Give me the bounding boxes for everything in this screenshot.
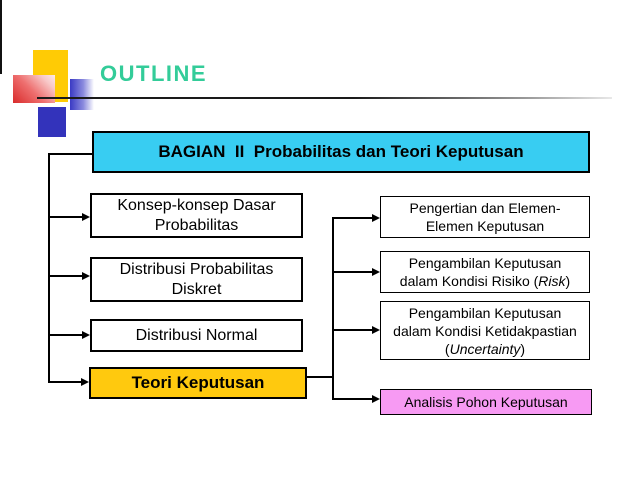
arrowhead-to-risiko bbox=[372, 268, 380, 276]
box-risiko-line2-pre: dalam Kondisi Risiko ( bbox=[399, 273, 539, 289]
box-ketidak-line3: (Uncertainty) bbox=[445, 340, 525, 358]
connector-to-diskret bbox=[48, 275, 82, 277]
connector-header-feed bbox=[48, 153, 92, 155]
logo-dark-blue-square bbox=[38, 107, 66, 137]
arrowhead-to-diskret bbox=[82, 272, 90, 280]
header-box-label: BAGIAN II Probabilitas dan Teori Keputus… bbox=[158, 142, 524, 161]
connector-to-pohon bbox=[332, 398, 372, 400]
arrowhead-to-ketidakpastian bbox=[372, 326, 380, 334]
connector-teori-feed bbox=[307, 376, 334, 378]
box-keputusan-kondisi-ketidakpastian: Pengambilan Keputusan dalam Kondisi Keti… bbox=[380, 301, 590, 360]
logo-blue-gradient-square bbox=[70, 79, 94, 110]
box-pengertian-elemen-keputusan: Pengertian dan Elemen- Elemen Keputusan bbox=[380, 196, 590, 238]
logo-vertical-line bbox=[0, 0, 2, 74]
box-konsep-line1: Konsep-konsep Dasar bbox=[117, 196, 276, 214]
box-diskret-line2: Diskret bbox=[171, 280, 222, 298]
box-risiko-line2-italic: Risk bbox=[538, 273, 566, 289]
box-pengertian-line2: Elemen Keputusan bbox=[425, 218, 545, 234]
box-distribusi-normal: Distribusi Normal bbox=[90, 319, 303, 352]
title-underline bbox=[37, 97, 612, 99]
box-ketidak-line1: Pengambilan Keputusan bbox=[408, 304, 562, 321]
box-pohon-label: Analisis Pohon Keputusan bbox=[404, 394, 568, 410]
box-konsep-line2: Probabilitas bbox=[154, 216, 239, 234]
box-teori-keputusan: Teori Keputusan bbox=[89, 367, 307, 399]
connector-to-ketidakpastian bbox=[332, 329, 372, 331]
box-ketidak-line3-pre: ( bbox=[444, 340, 450, 357]
box-distribusi-probabilitas-diskret: Distribusi Probabilitas Diskret bbox=[90, 257, 303, 302]
arrowhead-to-teori bbox=[81, 378, 89, 386]
connector-to-normal bbox=[48, 334, 82, 336]
arrowhead-to-pohon bbox=[372, 395, 380, 403]
arrowhead-to-konsep bbox=[82, 213, 90, 221]
connector-to-konsep bbox=[48, 216, 82, 218]
box-risiko-line1: Pengambilan Keputusan bbox=[408, 255, 562, 271]
box-keputusan-kondisi-risiko: Pengambilan Keputusan dalam Kondisi Risi… bbox=[380, 251, 590, 293]
box-pengertian-line1: Pengertian dan Elemen- bbox=[409, 200, 561, 216]
box-risiko-line2: dalam Kondisi Risiko (Risk) bbox=[400, 272, 570, 290]
slide-title: OUTLINE bbox=[100, 61, 208, 86]
connector-to-pengertian bbox=[332, 217, 372, 219]
arrowhead-to-normal bbox=[82, 331, 90, 339]
box-ketidak-line3-italic: Uncertainty bbox=[449, 340, 521, 357]
connector-left-vertical bbox=[48, 153, 50, 383]
box-teori-label: Teori Keputusan bbox=[131, 373, 265, 392]
box-risiko-line2-post: ) bbox=[565, 273, 571, 289]
box-normal-label: Distribusi Normal bbox=[135, 326, 258, 344]
connector-to-risiko bbox=[332, 271, 372, 273]
header-box-bagian-ii: BAGIAN II Probabilitas dan Teori Keputus… bbox=[92, 131, 590, 173]
connector-right-vertical bbox=[332, 217, 334, 400]
arrowhead-to-pengertian bbox=[372, 214, 380, 222]
box-ketidak-line3-post: ) bbox=[520, 340, 526, 357]
connector-to-teori bbox=[48, 381, 81, 383]
box-ketidak-line2: dalam Kondisi Ketidakpastian bbox=[393, 322, 577, 339]
box-diskret-line1: Distribusi Probabilitas bbox=[119, 260, 274, 278]
box-konsep-dasar-probabilitas: Konsep-konsep Dasar Probabilitas bbox=[90, 193, 303, 238]
box-analisis-pohon-keputusan: Analisis Pohon Keputusan bbox=[380, 389, 592, 415]
